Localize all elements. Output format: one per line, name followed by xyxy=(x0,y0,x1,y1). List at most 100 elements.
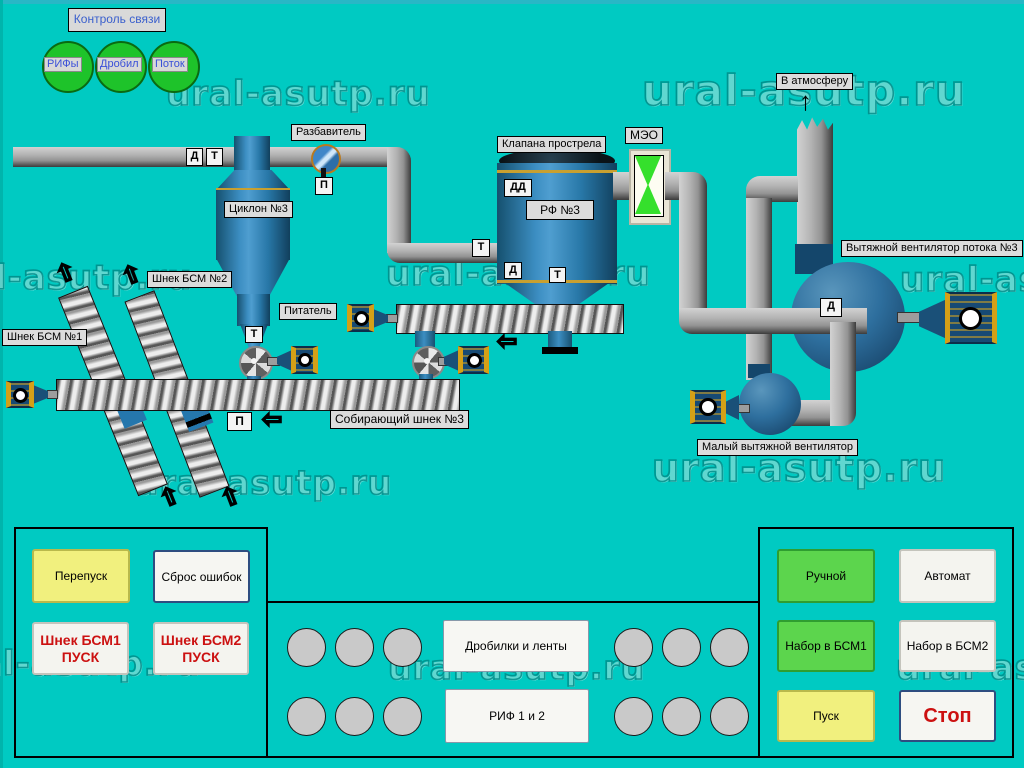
small-fan-motor-eye xyxy=(699,398,717,416)
rf3-bottom-stub xyxy=(548,331,572,348)
atmosphere-arrow-icon: ↑ xyxy=(799,86,812,116)
screw1-top-arrow-icon: ⇧ xyxy=(51,257,81,291)
flow-arrow-left-icon: ⇦ xyxy=(496,328,518,355)
tag-d-rf3: Д xyxy=(504,262,522,279)
col-screw-motor-cone xyxy=(33,385,48,404)
col-screw-motor-eye xyxy=(13,388,28,403)
reset-errors-button[interactable]: Сброс ошибок xyxy=(153,550,250,603)
indicator-lamp xyxy=(335,628,374,667)
feeder-motor-cone xyxy=(277,350,292,371)
link-pipe-vertical xyxy=(830,322,856,426)
screw1-label: Шнек БСМ №1 xyxy=(2,329,88,346)
collecting-screw-label: Собирающий шнек №3 xyxy=(330,410,469,429)
pipe-to-rf3 xyxy=(387,243,498,263)
collecting-screw xyxy=(56,379,460,411)
fan-motor-eye xyxy=(959,307,982,330)
feeder-label: Питатель xyxy=(279,303,337,320)
tag-t-feeder: Т xyxy=(245,326,263,343)
fill-bsm2-button[interactable]: Набор в БСМ2 xyxy=(899,620,996,672)
auto-mode-button[interactable]: Автомат xyxy=(899,549,996,603)
edge-shade-left xyxy=(0,0,3,768)
rf3-cone xyxy=(505,283,609,305)
mid-screw-motor-cone xyxy=(373,309,388,328)
comm-control-button[interactable]: Контроль связи xyxy=(68,8,166,32)
small-fan-motor-shaft xyxy=(738,404,750,413)
indicator-lamp xyxy=(383,628,422,667)
rf3-band-top xyxy=(497,170,617,173)
small-fan-label: Малый вытяжной вентилятор xyxy=(697,439,859,456)
status-circle-label: РИФы xyxy=(44,57,82,72)
status-circle-label: Дробил xyxy=(97,57,142,72)
cyclone-label: Циклон №3 xyxy=(224,201,293,218)
valve2-outlet-stub xyxy=(419,374,433,382)
right-control-panel xyxy=(758,527,1014,758)
riser-elbow xyxy=(746,176,798,202)
screw2-label: Шнек БСМ №2 xyxy=(147,271,233,288)
cyclone-inlet-neck xyxy=(234,136,270,172)
tag-dd-rf3: ДД xyxy=(504,179,532,197)
pipe-meo-out xyxy=(665,172,683,200)
rf3-outlet-pipe xyxy=(613,172,632,200)
inlet-pipe-elbow-down xyxy=(387,147,411,253)
diluter-valve[interactable] xyxy=(311,144,341,174)
indicator-lamp xyxy=(614,628,653,667)
tag-d-inlet: Д xyxy=(186,148,203,166)
cyclone-band xyxy=(216,188,290,191)
indicator-lamp xyxy=(287,628,326,667)
valve2-inlet-stub xyxy=(415,331,435,347)
indicator-lamp xyxy=(383,697,422,736)
exhaust-fan-label: Вытяжной вентилятор потока №3 xyxy=(841,240,1023,257)
indicator-lamp xyxy=(662,628,701,667)
fill-bsm1-button[interactable]: Набор в БСМ1 xyxy=(777,620,875,672)
small-fan-riser xyxy=(746,198,772,380)
tag-d-fan: Д xyxy=(820,298,842,317)
start-button[interactable]: Пуск xyxy=(777,690,875,742)
pipe-down-to-fan xyxy=(679,172,707,318)
fan-motor-cone xyxy=(919,299,947,339)
tag-t-inlet: Т xyxy=(206,148,223,166)
tag-p-collecting: П xyxy=(227,412,252,431)
rf3-label: РФ №3 xyxy=(526,200,594,220)
fan-motor xyxy=(945,292,997,344)
col-screw-shaft xyxy=(47,390,58,399)
tag-t-rf3pipe: Т xyxy=(472,239,490,257)
indicator-lamp xyxy=(710,697,749,736)
watermark: ural-asutp.ru xyxy=(165,73,431,115)
screw2-top-arrow-icon: ⇧ xyxy=(117,259,147,293)
col-flow-arrow-icon: ⇦ xyxy=(261,406,283,433)
indicator-lamp xyxy=(335,697,374,736)
tag-t-rf3bottom: Т xyxy=(549,267,566,283)
tag-p-diluter: П xyxy=(315,177,333,195)
manual-mode-button[interactable]: Ручной xyxy=(777,549,875,603)
edge-shade-top xyxy=(0,0,1024,4)
diluter-label: Разбавитель xyxy=(291,124,366,141)
cyclone-shoulder xyxy=(216,170,290,190)
shot-valves-label: Клапана прострела xyxy=(497,136,607,153)
bypass-button[interactable]: Перепуск xyxy=(32,549,130,603)
crushers-belts-button[interactable]: Дробилки и ленты xyxy=(443,620,589,672)
feeder-motor-eye xyxy=(298,353,312,367)
rotary-feeder-mid-hub xyxy=(424,358,430,364)
screw1-bottom-arrow-icon: ⇧ xyxy=(155,481,185,515)
feeder-cylinder xyxy=(237,294,270,326)
screw-bsm2-start-button[interactable]: Шнек БСМ2 ПУСК xyxy=(153,622,249,675)
mid-screw-motor-eye xyxy=(354,311,369,326)
valve2-motor-cone xyxy=(444,350,459,371)
screw-bsm1-start-button[interactable]: Шнек БСМ1 ПУСК xyxy=(32,622,129,675)
left-control-panel xyxy=(14,527,268,758)
chimney xyxy=(797,117,833,252)
atmosphere-label: В атмосферу xyxy=(776,73,854,90)
indicator-lamp xyxy=(287,697,326,736)
center-control-strip xyxy=(266,601,760,758)
indicator-lamp xyxy=(662,697,701,736)
diluter-valve-stem xyxy=(321,168,326,179)
stop-button[interactable]: Стоп xyxy=(899,690,996,742)
indicator-lamp xyxy=(614,697,653,736)
rotary-feeder-hub xyxy=(251,358,257,364)
indicator-lamp xyxy=(710,628,749,667)
meo-label: МЭО xyxy=(625,127,663,144)
small-fan-motor-cone xyxy=(723,395,739,420)
rf3-bottom-flange xyxy=(542,347,578,354)
rif-1-2-button[interactable]: РИФ 1 и 2 xyxy=(445,689,589,743)
